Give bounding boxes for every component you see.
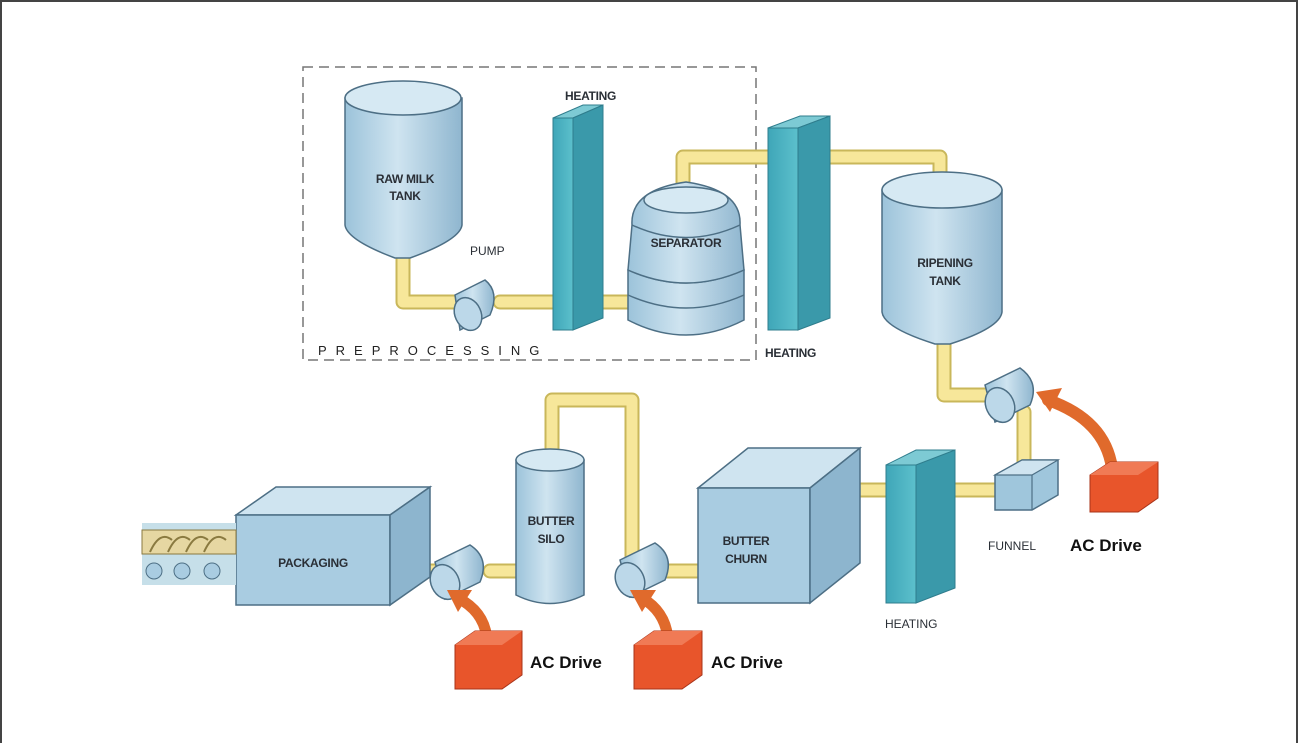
preprocessing-label: PREPROCESSING: [318, 343, 548, 358]
ripening-tank-label-line1: RIPENING: [917, 256, 973, 270]
conveyor: [141, 523, 237, 585]
pump-ripening: [984, 367, 1035, 424]
heater-top: [552, 104, 604, 331]
butter-silo-label-line2: SILO: [538, 532, 565, 546]
butter-silo: [515, 448, 585, 605]
butter-silo-label-line1: BUTTER: [528, 514, 575, 528]
ac-drive-left: [447, 590, 523, 690]
packaging-unit: [233, 485, 433, 607]
ac-drive-right: [1036, 388, 1159, 513]
pump-label: PUMP: [470, 244, 505, 258]
ac-drive-left-label: AC Drive: [530, 653, 602, 672]
raw-milk-tank: [344, 80, 463, 259]
preprocessing-boundary: [302, 66, 757, 361]
ripening-tank-label-line2: TANK: [929, 274, 961, 288]
heating-top-label: HEATING: [565, 89, 616, 103]
packaging-label: PACKAGING: [278, 556, 348, 570]
separator: [627, 181, 745, 336]
ac-drive-middle-label: AC Drive: [711, 653, 783, 672]
butter-churn: [695, 446, 863, 605]
heater-bottom: [885, 449, 956, 604]
heating-bottom-label: HEATING: [885, 617, 937, 631]
heating-middle-label: HEATING: [765, 346, 816, 360]
raw-milk-tank-label-line2: TANK: [389, 189, 421, 203]
butter-churn-label-line1: BUTTER: [723, 534, 770, 548]
ripening-tank: [881, 171, 1003, 345]
ac-drive-middle: [630, 590, 703, 690]
funnel: [992, 459, 1061, 511]
funnel-label: FUNNEL: [988, 539, 1036, 553]
pump-silo-right: [614, 542, 670, 599]
raw-milk-tank-label-line1: RAW MILK: [376, 172, 435, 186]
heater-middle: [767, 115, 831, 331]
separator-label: SEPARATOR: [651, 236, 722, 250]
ac-drive-right-label: AC Drive: [1070, 536, 1142, 555]
butter-churn-label-line2: CHURN: [725, 552, 767, 566]
pump: [453, 279, 495, 332]
